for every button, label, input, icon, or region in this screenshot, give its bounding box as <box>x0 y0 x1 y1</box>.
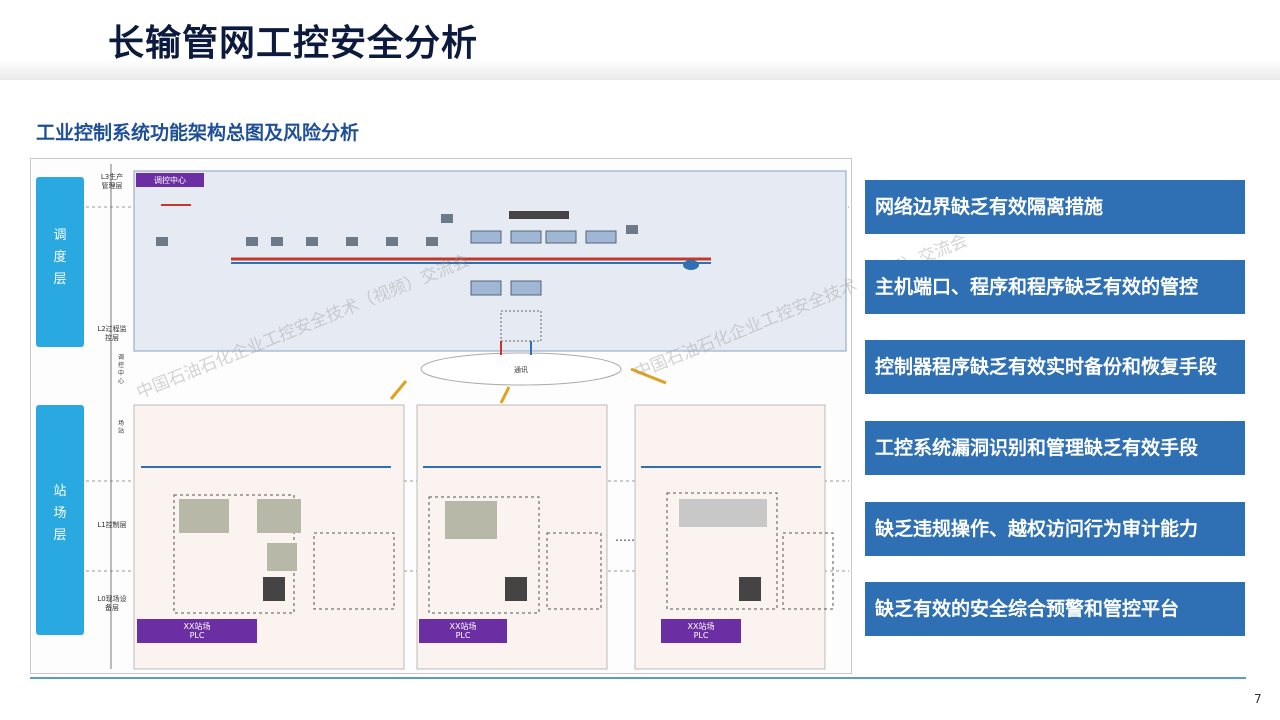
level-l1-label: L1控制层 <box>97 520 126 529</box>
risk-item: 网络边界缺乏有效隔离措施 <box>865 180 1245 234</box>
station-layer-label: 站场层 <box>53 484 66 543</box>
station-tag: 场站 <box>118 419 124 435</box>
risk-item: 主机端口、程序和程序缺乏有效的管控 <box>865 260 1245 314</box>
dispatch-layer-label: 调度层 <box>53 228 66 287</box>
level-l0-label: L0现场设备层 <box>97 594 126 612</box>
page-number: 7 <box>1254 692 1262 706</box>
risk-item: 工控系统漏洞识别和管理缺乏有效手段 <box>865 421 1245 475</box>
level-l3-label: L3生产管理层 <box>101 172 123 190</box>
more-stations-ellipsis: …… <box>615 530 639 544</box>
dispatch-center-tag: 调控中心 <box>118 353 124 385</box>
level-l2-label: L2过程监控层 <box>97 324 126 342</box>
control-center-panel <box>133 170 847 352</box>
architecture-diagram: 调度层 站场层 L3生产管理层 L2过程监控层 调控中心 场站 L1控制层 L0… <box>30 158 852 674</box>
section-subtitle: 工业控制系统功能架构总图及风险分析 <box>36 122 360 144</box>
footer-divider <box>30 677 1246 679</box>
dispatch-layer-box <box>36 177 84 347</box>
risk-item: 缺乏违规操作、越权访问行为审计能力 <box>865 502 1245 556</box>
station-layer-box <box>36 405 84 635</box>
header-bar <box>0 0 1280 80</box>
risk-item: 控制器程序缺乏有效实时备份和恢复手段 <box>865 340 1245 394</box>
control-center-label: 调控中心 <box>154 175 186 185</box>
network-cloud-label: 通讯 <box>514 365 528 374</box>
page-title: 长输管网工控安全分析 <box>108 23 479 64</box>
risk-item: 缺乏有效的安全综合预警和管控平台 <box>865 582 1245 636</box>
network-cloud <box>420 352 622 386</box>
